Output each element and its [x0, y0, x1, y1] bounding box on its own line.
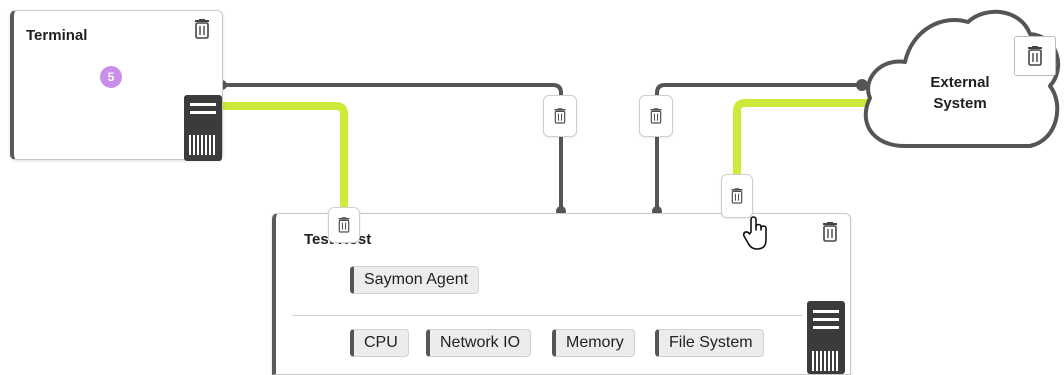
link-terminal-external-top[interactable]: [222, 83, 563, 213]
external-system-label: External System: [925, 72, 995, 114]
cloud-label-line1: External: [930, 74, 990, 91]
link-delete-button[interactable]: [721, 174, 753, 218]
link-testhost-external[interactable]: [655, 83, 866, 213]
metric-chip-file-system[interactable]: File System: [655, 329, 764, 357]
alert-count-badge[interactable]: 5: [100, 66, 122, 88]
terminal-node[interactable]: Terminal 5: [10, 10, 223, 161]
trash-icon[interactable]: [193, 19, 211, 39]
metric-chip-cpu[interactable]: CPU: [350, 329, 409, 357]
divider: [292, 315, 802, 316]
trash-icon: [731, 188, 743, 204]
metric-chip-network-io[interactable]: Network IO: [426, 329, 532, 357]
link-delete-button[interactable]: [639, 95, 673, 137]
trash-icon: [650, 108, 662, 124]
agent-chip[interactable]: Saymon Agent: [350, 266, 480, 294]
link-endpoint-dot: [856, 79, 868, 91]
trash-icon: [554, 108, 566, 124]
hand-cursor-icon: [742, 216, 767, 250]
node-title: Terminal: [26, 27, 88, 44]
trash-icon: [338, 217, 350, 233]
trash-icon[interactable]: [821, 222, 839, 242]
external-delete-button[interactable]: [1014, 36, 1056, 76]
metric-chip-memory[interactable]: Memory: [552, 329, 635, 357]
trash-icon: [1028, 46, 1042, 66]
link-delete-button[interactable]: [543, 95, 577, 137]
link-delete-button[interactable]: [328, 207, 360, 243]
server-icon: [807, 301, 845, 374]
server-icon: [184, 95, 222, 161]
cloud-label-line2: System: [933, 95, 987, 112]
